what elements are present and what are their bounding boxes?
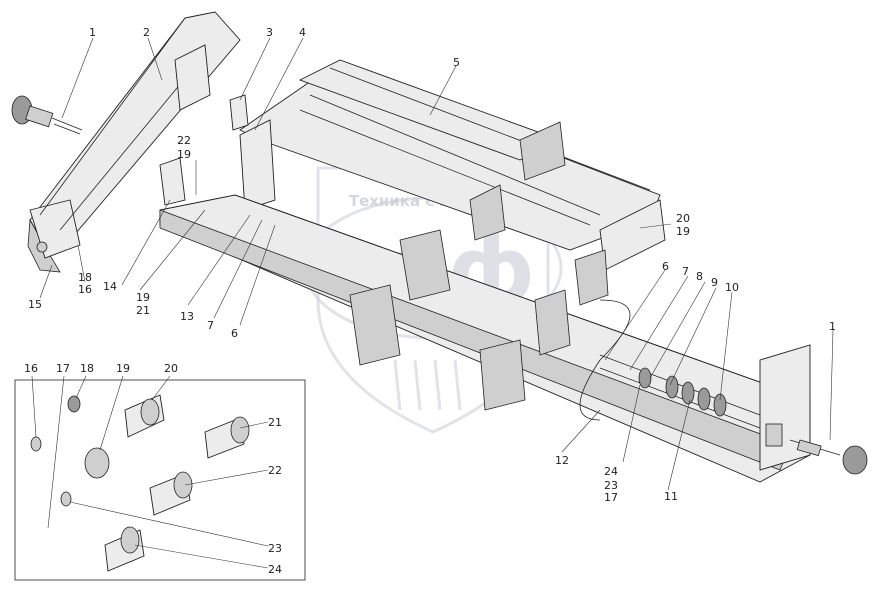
callout-6: 6: [231, 327, 238, 340]
callout-19: 19: [136, 291, 150, 304]
callout-19: 19: [116, 362, 130, 375]
callout-24: 24: [268, 563, 282, 576]
callout-17: 17: [604, 491, 618, 504]
callout-18: 18: [80, 362, 94, 375]
callout-17: 17: [56, 362, 70, 375]
callout-2: 2: [143, 26, 150, 39]
cardan-shaft-right: [789, 439, 868, 475]
callout-13: 13: [180, 310, 194, 323]
callout-22: 22: [177, 134, 191, 147]
callout-22: 22: [268, 464, 282, 477]
spring-shaft-assembly: [599, 354, 761, 429]
callout-labels: 1 2 3 4 5 22 19 20 19 18 16 15 14 19 21 …: [24, 26, 836, 576]
fastener-inset: [14, 379, 306, 581]
leader-lines: [31, 37, 834, 569]
callout-24: 24: [604, 465, 618, 478]
callout-23: 23: [268, 542, 282, 555]
callout-21: 21: [268, 416, 282, 429]
center-brackets: [349, 229, 609, 411]
callout-8: 8: [696, 270, 703, 283]
callout-5: 5: [453, 56, 460, 69]
callout-19: 19: [676, 225, 690, 238]
callout-14: 14: [103, 280, 117, 293]
callout-10: 10: [725, 281, 739, 294]
cutaway-outline: [579, 299, 631, 421]
bracket-3: [229, 94, 249, 131]
callout-19: 19: [177, 148, 191, 161]
callout-18: 18: [78, 271, 92, 284]
callout-11: 11: [664, 490, 678, 503]
callout-4: 4: [299, 26, 306, 39]
upper-frame: [239, 59, 666, 271]
callout-9: 9: [711, 276, 718, 289]
callout-1: 1: [89, 26, 96, 39]
callout-20: 20: [676, 212, 690, 225]
callout-16: 16: [78, 283, 92, 296]
callout-21: 21: [136, 304, 150, 317]
callout-7: 7: [682, 265, 689, 278]
callout-16: 16: [24, 362, 38, 375]
cardan-shaft-left: [11, 95, 83, 135]
callout-15: 15: [28, 298, 42, 311]
lower-beam: [159, 194, 811, 483]
callout-20: 20: [164, 362, 178, 375]
bracket-14: [159, 157, 186, 206]
side-member-left: [27, 11, 241, 273]
callout-6: 6: [662, 260, 669, 273]
callout-12: 12: [555, 454, 569, 467]
callout-7: 7: [207, 319, 214, 332]
callout-23: 23: [604, 479, 618, 492]
callout-1: 1: [829, 320, 836, 333]
callout-3: 3: [266, 26, 273, 39]
